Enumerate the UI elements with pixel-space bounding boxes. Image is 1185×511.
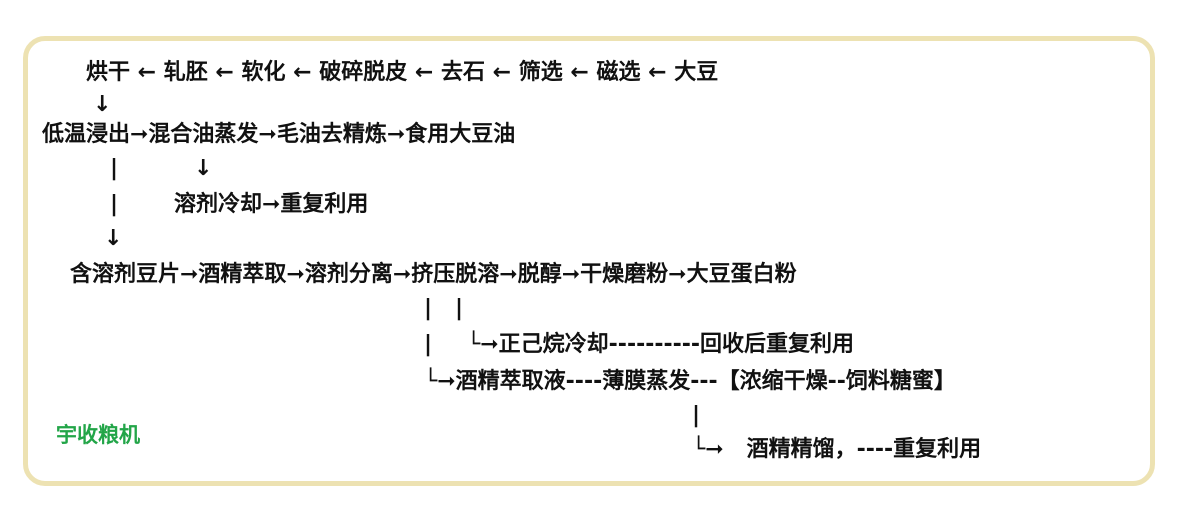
process-row-alcohol-extract: └➞酒精萃取液----薄膜蒸发---【浓缩干燥--饲料糖蜜】 (424, 369, 956, 394)
arrow-down-icon: ↓ (104, 226, 123, 251)
process-row-protein: 含溶剂豆片➞酒精萃取➞溶剂分离➞挤压脱溶➞脱醇➞干燥磨粉➞大豆蛋白粉 (70, 262, 797, 287)
connector-bar: | (692, 403, 701, 428)
brand-label: 宇收粮机 (56, 423, 140, 447)
arrow-down-icon: ↓ (93, 92, 112, 117)
arrow-down-icon: ↓ (194, 156, 213, 181)
process-row-pretreatment: 烘干 ← 轧胚 ← 软化 ← 破碎脱皮 ← 去石 ← 筛选 ← 磁选 ← 大豆 (86, 60, 719, 85)
connector-bar: | (110, 192, 119, 217)
connector-bar: | (424, 332, 433, 357)
diagram-frame (23, 36, 1155, 486)
connector-bar: | (110, 156, 119, 181)
process-row-solvent: 溶剂冷却➞重复利用 (174, 192, 369, 217)
process-row-distillation: └➞ 酒精精馏，----重复利用 (692, 437, 982, 462)
process-row-oil: 低温浸出➞混合油蒸发➞毛油去精炼➞食用大豆油 (42, 122, 516, 147)
connector-bars: | | (424, 296, 464, 321)
process-row-hexane: └➞正己烷冷却----------回收后重复利用 (467, 332, 854, 357)
